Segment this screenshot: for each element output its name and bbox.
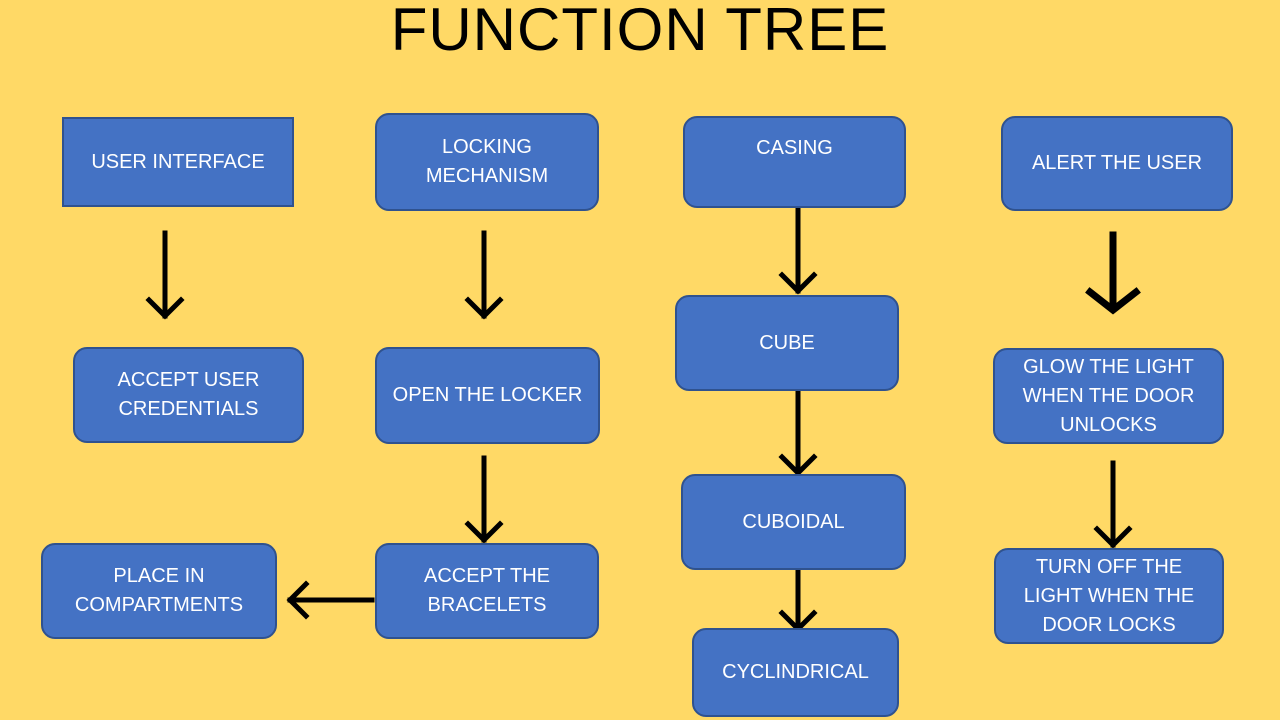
arrow-glow-to-turn-off [1093, 460, 1133, 549]
node-cuboidal: CUBOIDAL [681, 474, 906, 570]
node-cube: CUBE [675, 295, 899, 391]
arrow-user-interface-to-credentials [145, 230, 185, 320]
arrow-bracelets-to-compartments [286, 580, 375, 620]
node-accept-user-credentials: ACCEPT USER CREDENTIALS [73, 347, 304, 443]
diagram-title: FUNCTION TREE [390, 0, 890, 63]
node-glow-the-light: GLOW THE LIGHT WHEN THE DOOR UNLOCKS [993, 348, 1224, 444]
arrow-alert-to-glow [1085, 231, 1141, 315]
arrow-cube-to-cuboidal [778, 389, 818, 477]
node-turn-off-the-light: TURN OFF THE LIGHT WHEN THE DOOR LOCKS [994, 548, 1224, 644]
node-cyclindrical: CYCLINDRICAL [692, 628, 899, 717]
node-casing: CASING [683, 116, 906, 208]
node-accept-the-bracelets: ACCEPT THE BRACELETS [375, 543, 599, 639]
node-locking-mechanism: LOCKING MECHANISM [375, 113, 599, 211]
node-place-in-compartments: PLACE IN COMPARTMENTS [41, 543, 277, 639]
arrow-open-to-bracelets [464, 455, 504, 544]
node-alert-the-user: ALERT THE USER [1001, 116, 1233, 211]
node-open-the-locker: OPEN THE LOCKER [375, 347, 600, 444]
arrow-locking-to-open [464, 230, 504, 320]
arrow-casing-to-cube [778, 205, 818, 295]
node-user-interface: USER INTERFACE [62, 117, 294, 207]
